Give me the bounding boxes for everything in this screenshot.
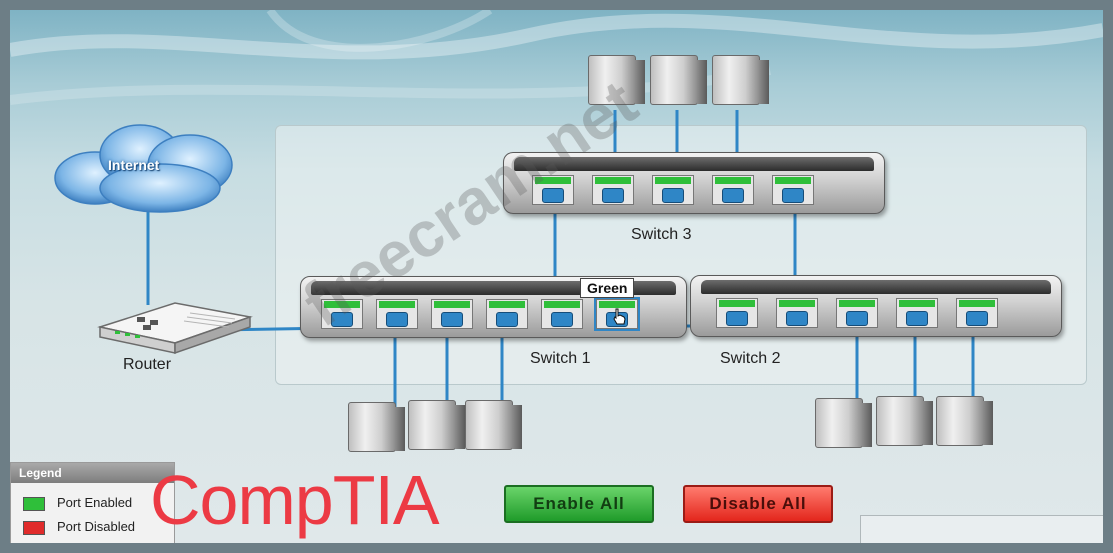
switch-2-port-1[interactable] (716, 298, 758, 328)
server-icon[interactable] (712, 55, 769, 105)
switch-1-port-4[interactable] (486, 299, 528, 329)
server-icon[interactable] (650, 55, 707, 105)
comptia-logo: CompTIA (150, 461, 440, 539)
router-label: Router (123, 356, 172, 373)
server-icon[interactable] (408, 400, 465, 450)
switch-3-port-1[interactable] (532, 175, 574, 205)
switch-3-port-4[interactable] (712, 175, 754, 205)
server-icon[interactable] (465, 400, 522, 450)
server-icon[interactable] (348, 402, 405, 452)
switch-1-port-2[interactable] (376, 299, 418, 329)
server-icon[interactable] (876, 396, 933, 446)
switch-3-port-5[interactable] (772, 175, 814, 205)
switch-2-label: Switch 2 (720, 350, 781, 367)
switch-1-port-5[interactable] (541, 299, 583, 329)
switch-2-port-5[interactable] (956, 298, 998, 328)
legend: Legend Port Enabled Port Disabled (10, 462, 175, 543)
switch-1-port-3[interactable] (431, 299, 473, 329)
server-icon[interactable] (588, 55, 645, 105)
switch-1-port-6[interactable] (596, 299, 638, 329)
switch-1-port-1[interactable] (321, 299, 363, 329)
legend-title: Legend (11, 463, 174, 483)
enable-all-button[interactable]: Enable All (504, 485, 654, 523)
switch-3-port-3[interactable] (652, 175, 694, 205)
disable-all-button[interactable]: Disable All (683, 485, 833, 523)
switch-1-label: Switch 1 (530, 350, 591, 367)
internet-label: Internet (108, 157, 160, 173)
switch-3-label: Switch 3 (631, 226, 692, 243)
router-icon[interactable] (95, 295, 255, 355)
hand-cursor-icon (613, 308, 626, 325)
switch-2-port-4[interactable] (896, 298, 938, 328)
switch-2-port-3[interactable] (836, 298, 878, 328)
switch-2-port-2[interactable] (776, 298, 818, 328)
status-bar (860, 515, 1103, 543)
internet-cloud-icon (54, 124, 233, 213)
simulation-screen: Internet Router Switch 3 (10, 10, 1103, 543)
server-icon[interactable] (936, 396, 993, 446)
port-status-tooltip: Green (580, 278, 635, 298)
switch-3-port-2[interactable] (592, 175, 634, 205)
enabled-swatch (23, 497, 45, 511)
server-icon[interactable] (815, 398, 872, 448)
disabled-swatch (23, 521, 45, 535)
switch-2 (690, 275, 1062, 337)
switch-3 (503, 152, 885, 214)
